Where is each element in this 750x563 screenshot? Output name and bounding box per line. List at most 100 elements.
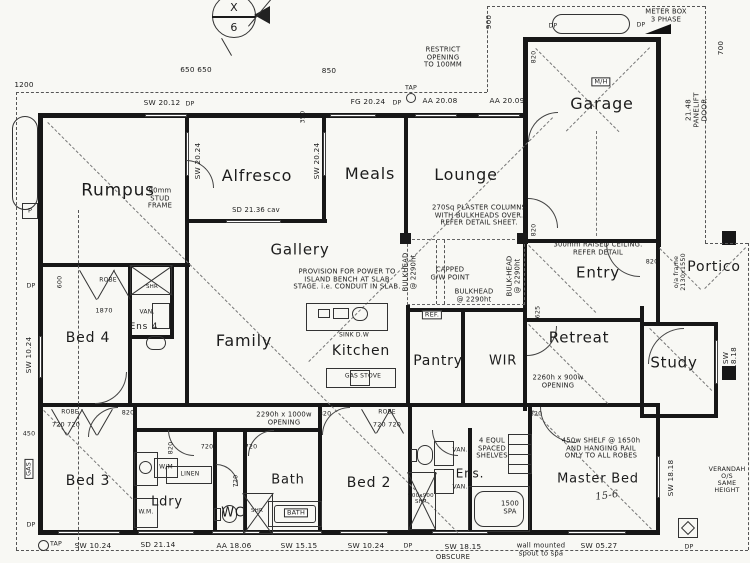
wall bbox=[468, 428, 472, 533]
dim-820d: 820 bbox=[121, 409, 135, 417]
eave-line bbox=[436, 240, 437, 304]
note-opening-retreat: 2260h x 900w OPENING bbox=[532, 373, 584, 389]
label-shr-ens: 900x900 SHR bbox=[408, 492, 434, 505]
window bbox=[226, 220, 281, 223]
fixture bbox=[411, 449, 417, 462]
fixture bbox=[154, 458, 178, 478]
note-robe-shelf: 450w SHELF @ 1650h AND HANGING RAIL ONLY… bbox=[561, 436, 641, 460]
dim-1870: 1870 bbox=[95, 306, 113, 315]
label-p: P bbox=[27, 206, 33, 215]
dim-sw1024-b2: SW 10.24 bbox=[347, 540, 385, 550]
eave-line bbox=[16, 92, 487, 93]
bulkhead-outline bbox=[407, 239, 525, 305]
room-kitchen: Kitchen bbox=[331, 343, 391, 360]
dim-820e: 820 bbox=[318, 410, 332, 418]
note-restrict-opening: RESTRICT OPENING TO 100MM bbox=[424, 45, 462, 69]
fixture bbox=[166, 466, 212, 484]
label-tap-bottom: TAP bbox=[49, 540, 63, 548]
wall bbox=[213, 428, 217, 533]
door-arc bbox=[88, 407, 118, 437]
window bbox=[145, 114, 187, 117]
fixture bbox=[268, 501, 322, 527]
wall bbox=[656, 243, 660, 326]
window bbox=[138, 531, 194, 534]
label-linen: LINEN bbox=[180, 470, 200, 478]
label-robe-bed3: ROBE bbox=[61, 408, 79, 416]
dim-450: 450 bbox=[22, 430, 36, 438]
eave-line bbox=[16, 550, 748, 551]
handwritten-note: 15-6 bbox=[594, 488, 620, 503]
note-capped-point: CAPPED G/W POINT bbox=[430, 265, 470, 281]
section-marker-line bbox=[212, 16, 256, 18]
room-garage: Garage bbox=[570, 94, 634, 114]
dim-sw1818a: SW 18.18 bbox=[720, 347, 738, 369]
fixture bbox=[274, 505, 316, 523]
wall bbox=[528, 37, 660, 42]
dim-820f: 820 bbox=[529, 410, 543, 418]
wall bbox=[38, 403, 660, 407]
note-meter-box: METER BOX 3 PHASE bbox=[645, 7, 687, 23]
note-bulkhead-1: BULKHEAD @ 2290ht bbox=[401, 252, 417, 292]
dim-650: 650 650 bbox=[180, 64, 212, 74]
fixture bbox=[134, 498, 158, 528]
window bbox=[212, 531, 260, 534]
note-island-power: PROVISION FOR POWER TO ISLAND BENCH AT S… bbox=[293, 267, 401, 291]
label-manhole: M/H bbox=[591, 77, 611, 87]
wall bbox=[640, 414, 718, 418]
label-gas-meter: GAS bbox=[24, 459, 34, 479]
fixture bbox=[152, 303, 170, 329]
eave-line bbox=[444, 240, 445, 304]
note-stud-frame: 90mm STUD FRAME bbox=[147, 186, 173, 210]
room-meals: Meals bbox=[344, 164, 396, 184]
detail-line bbox=[97, 269, 115, 300]
fixture bbox=[214, 508, 221, 521]
eave-line bbox=[705, 6, 706, 243]
dim-sw2012: SW 20.12 bbox=[143, 97, 181, 107]
dim-robe-bed2: 720 720 bbox=[372, 420, 402, 429]
room-lounge: Lounge bbox=[434, 165, 498, 185]
room-portico: Portico bbox=[687, 259, 741, 276]
note-obscure: OBSCURE bbox=[435, 553, 471, 562]
dim-robe-bed3: 720 720 bbox=[51, 420, 81, 429]
dim-1200: 1200 bbox=[14, 79, 34, 89]
wall bbox=[38, 113, 189, 118]
room-wc: WC bbox=[221, 505, 245, 521]
fixture bbox=[468, 486, 530, 532]
note-plaster-columns: 270Sq PLASTER COLUMNS WITH BULKHEADS OVE… bbox=[431, 203, 527, 227]
dim-dp6: DP bbox=[636, 21, 646, 29]
fixture bbox=[417, 445, 433, 465]
meter-box-icon bbox=[645, 24, 671, 34]
fixture bbox=[22, 203, 38, 219]
dim-fg2024: FG 20.24 bbox=[350, 96, 386, 106]
fixture bbox=[352, 307, 368, 321]
wall bbox=[461, 308, 465, 405]
window bbox=[657, 456, 660, 498]
fixture bbox=[434, 469, 454, 494]
wall bbox=[406, 305, 410, 405]
eave-line bbox=[748, 243, 749, 550]
section-marker-bottom: 6 bbox=[230, 20, 238, 34]
wall bbox=[133, 428, 322, 432]
note-bulkhead-2: BULKHEAD @ 2290ht bbox=[454, 287, 494, 303]
window bbox=[340, 531, 388, 534]
wall bbox=[656, 37, 661, 247]
eave-line bbox=[487, 6, 705, 7]
dim-sd-2136: SD 21.36 cav bbox=[232, 206, 280, 215]
detail-line bbox=[221, 38, 232, 56]
label-wm: W.M. bbox=[138, 508, 154, 516]
section-marker-top: X bbox=[230, 0, 238, 14]
dim-dp8: DP bbox=[684, 543, 694, 551]
room-wir: WIR bbox=[488, 353, 518, 369]
fixture bbox=[12, 116, 38, 210]
fixture bbox=[350, 370, 370, 386]
note-spout: wall mounted spout to spa bbox=[516, 541, 566, 557]
room-bed3: Bed 3 bbox=[65, 473, 111, 490]
room-gallery: Gallery bbox=[270, 240, 330, 259]
fixture bbox=[306, 303, 388, 331]
window bbox=[186, 132, 189, 176]
fixture bbox=[318, 309, 330, 318]
dim-sw0527: SW 05.27 bbox=[580, 540, 618, 550]
wall bbox=[133, 407, 137, 534]
label-wm2: W/M bbox=[159, 463, 173, 471]
